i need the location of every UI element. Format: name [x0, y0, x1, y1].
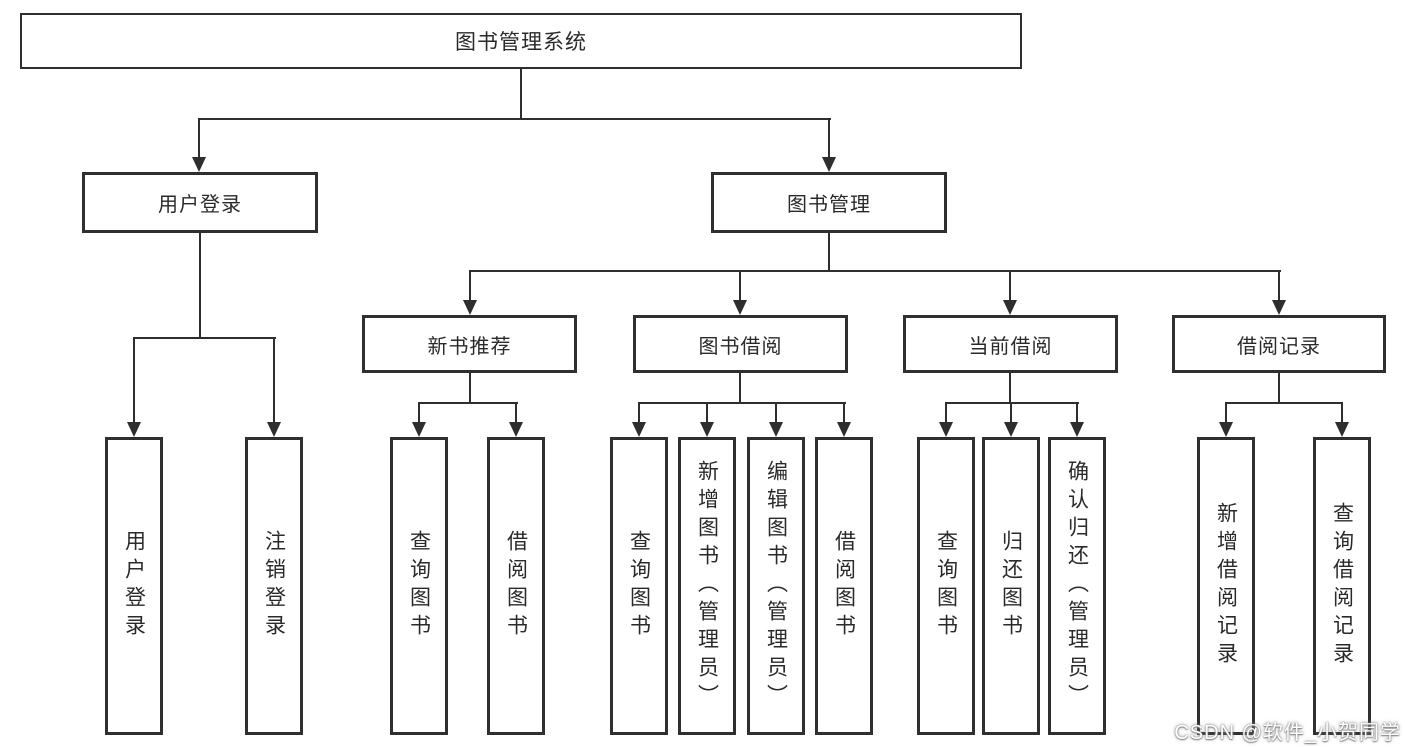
connector-line	[775, 402, 777, 423]
connector-arrow	[1335, 422, 1349, 437]
node-borrow-records: 借阅记录	[1172, 315, 1386, 373]
leaf-label: 用户登录	[122, 530, 146, 642]
leaf-logout: 注销登录	[245, 437, 303, 735]
connector-line	[1009, 373, 1011, 404]
csdn-watermark: CSDN @软件_小贺同学	[1174, 722, 1401, 744]
leaf-add-borrow-record: 新增借阅记录	[1197, 437, 1255, 735]
connector-line	[945, 402, 947, 423]
connector-line	[1076, 402, 1078, 423]
connector-line	[1225, 402, 1227, 423]
connector-arrow	[939, 422, 953, 437]
connector-arrow	[267, 422, 281, 437]
node-current-borrow: 当前借阅	[903, 315, 1118, 373]
connector-line	[520, 68, 522, 120]
leaf-label: 归还图书	[999, 530, 1023, 642]
leaf-label: 新增借阅记录	[1214, 502, 1238, 670]
connector-arrow	[1003, 300, 1017, 315]
node-book-management: 图书管理	[711, 172, 947, 233]
connector-line	[198, 118, 831, 120]
node-new-book-recommend: 新书推荐	[362, 315, 577, 373]
connector-arrow	[1004, 422, 1018, 437]
connector-line	[1278, 373, 1280, 404]
leaf-label: 查询图书	[934, 530, 958, 642]
leaf-query-borrow-record: 查询借阅记录	[1313, 437, 1371, 735]
connector-line	[828, 118, 830, 158]
leaf-add-book-admin: 新增图书（管理员）	[678, 437, 736, 735]
connector-arrow	[1219, 422, 1233, 437]
connector-line	[638, 402, 640, 423]
leaf-label: 编辑图书（管理员）	[764, 460, 788, 712]
connector-line	[638, 402, 846, 404]
connector-line	[198, 118, 200, 158]
leaf-query-books-current: 查询图书	[917, 437, 975, 735]
connector-arrow	[1070, 422, 1084, 437]
leaf-user-login: 用户登录	[105, 437, 163, 735]
leaf-label: 查询图书	[407, 530, 431, 642]
connector-line	[1278, 270, 1280, 301]
leaf-label: 查询图书	[627, 530, 651, 642]
leaf-query-books-recommend: 查询图书	[390, 437, 448, 735]
connector-arrow	[463, 300, 477, 315]
leaf-confirm-return-admin: 确认归还（管理员）	[1048, 437, 1106, 735]
connector-line	[133, 337, 276, 339]
connector-line	[133, 337, 135, 423]
connector-line	[945, 402, 1079, 404]
connector-line	[706, 402, 708, 423]
connector-line	[418, 402, 420, 423]
connector-arrow	[1272, 300, 1286, 315]
connector-line	[199, 233, 201, 339]
node-book-borrow: 图书借阅	[633, 315, 848, 373]
connector-arrow	[700, 422, 714, 437]
node-user-login: 用户登录	[82, 172, 318, 233]
leaf-label: 新增图书（管理员）	[695, 460, 719, 712]
connector-line	[1010, 402, 1012, 423]
leaf-label: 借阅图书	[832, 530, 856, 642]
connector-line	[1009, 270, 1011, 301]
connector-arrow	[837, 422, 851, 437]
leaf-borrow-books-2: 借阅图书	[815, 437, 873, 735]
connector-line	[469, 373, 471, 404]
connector-arrow	[632, 422, 646, 437]
connector-arrow	[769, 422, 783, 437]
connector-line	[828, 233, 830, 272]
connector-arrow	[192, 157, 206, 172]
leaf-label: 确认归还（管理员）	[1065, 460, 1089, 712]
connector-arrow	[822, 157, 836, 172]
leaf-borrow-books-recommend: 借阅图书	[487, 437, 545, 735]
connector-line	[515, 402, 517, 423]
node-root-library-system: 图书管理系统	[20, 13, 1022, 69]
connector-line	[469, 270, 471, 301]
leaf-label: 借阅图书	[504, 530, 528, 642]
connector-line	[1225, 402, 1343, 404]
leaf-label: 注销登录	[262, 530, 286, 642]
leaf-label: 查询借阅记录	[1330, 502, 1354, 670]
connector-line	[469, 270, 1281, 272]
leaf-query-books-borrow: 查询图书	[610, 437, 668, 735]
connector-arrow	[733, 300, 747, 315]
connector-arrow	[127, 422, 141, 437]
connector-arrow	[509, 422, 523, 437]
leaf-edit-book-admin: 编辑图书（管理员）	[747, 437, 805, 735]
connector-line	[273, 337, 275, 423]
connector-line	[739, 373, 741, 404]
connector-line	[843, 402, 845, 423]
connector-arrow	[412, 422, 426, 437]
connector-line	[739, 270, 741, 301]
leaf-return-book: 归还图书	[982, 437, 1040, 735]
connector-line	[418, 402, 518, 404]
connector-line	[1341, 402, 1343, 423]
